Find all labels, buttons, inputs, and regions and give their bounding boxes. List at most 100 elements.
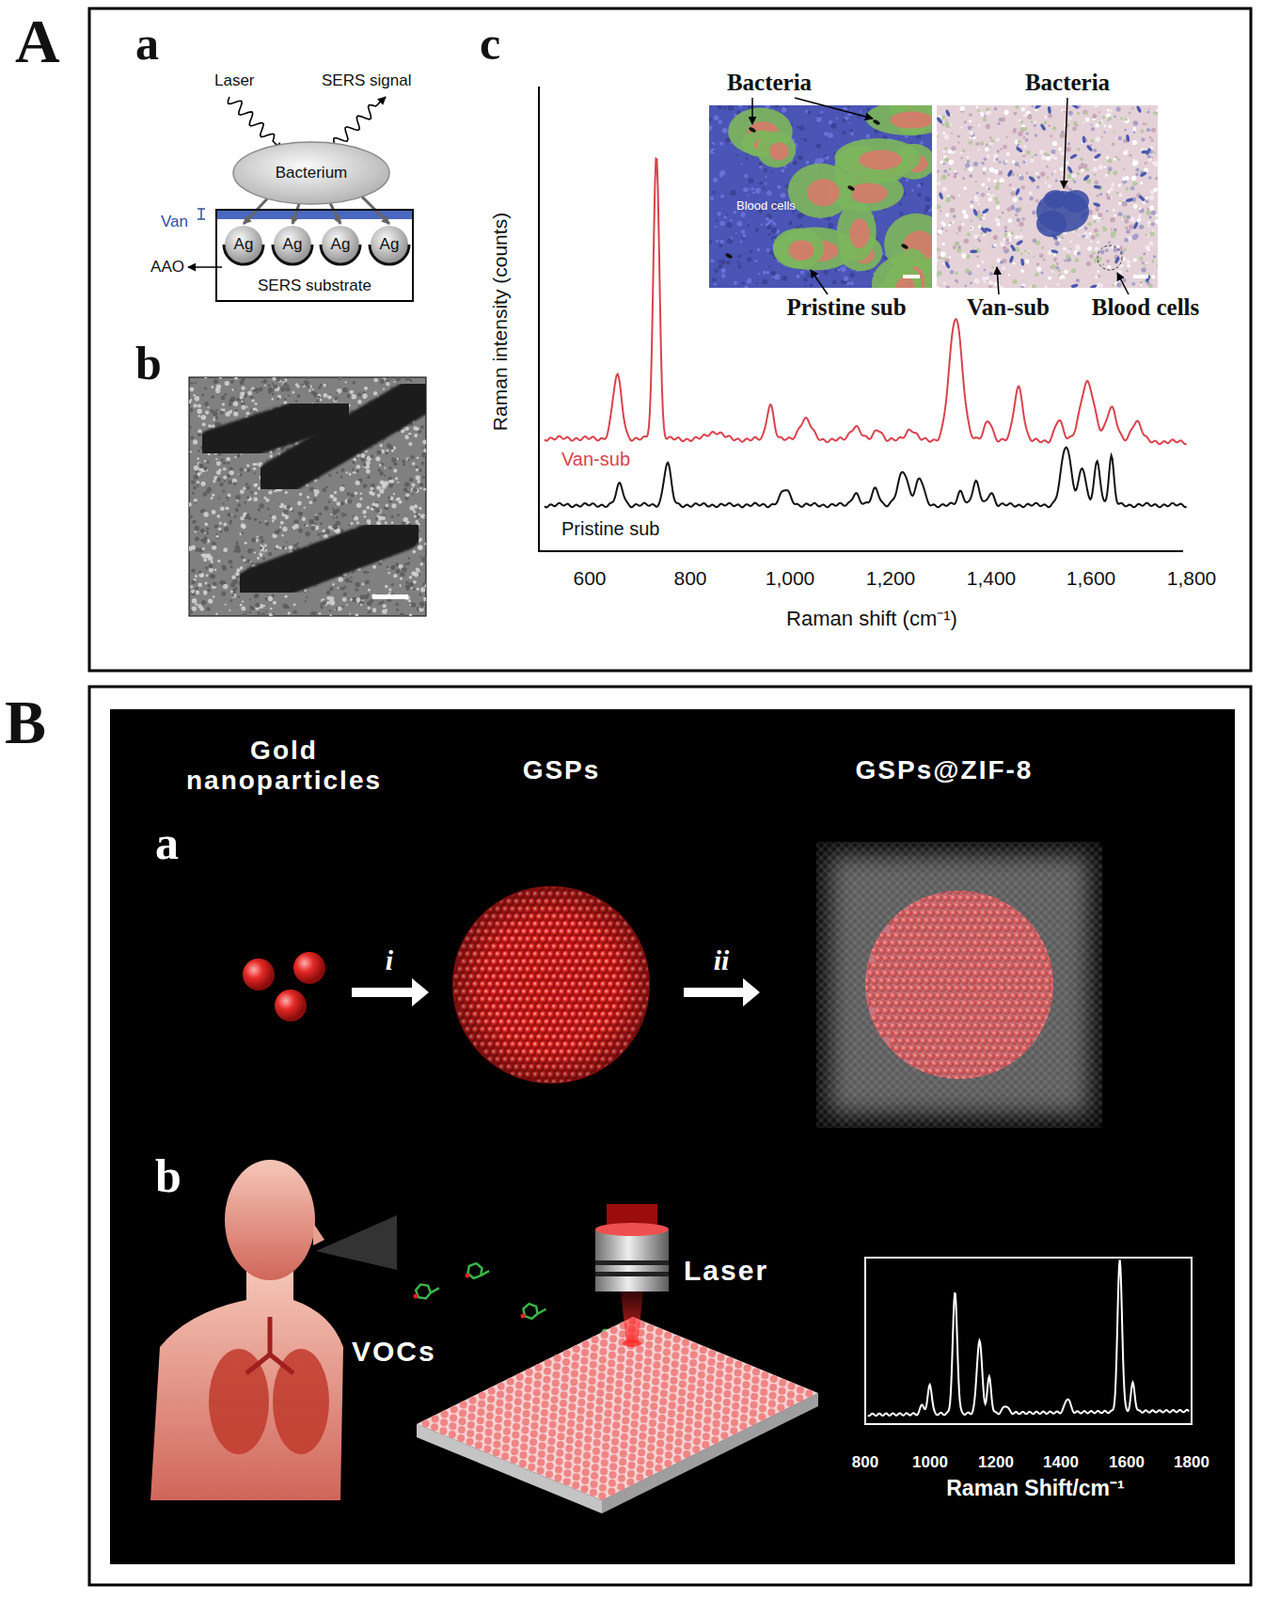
nanoparticle-dot (216, 384, 222, 390)
dark-ground (110, 709, 1235, 1565)
blood-cell-area (883, 264, 922, 288)
blood-cell-area (788, 163, 854, 219)
nanoparticle-dot (201, 393, 205, 396)
nanoparticle-dot (194, 590, 200, 596)
nanoparticle-dot (357, 399, 363, 405)
nanoparticle-dot (221, 489, 225, 493)
nanoparticle-dot (405, 580, 410, 585)
nanoparticle-dot (301, 517, 306, 522)
nanoparticle-dot (318, 612, 322, 616)
nanoparticle-dot (372, 565, 377, 569)
nanoparticle-dot (235, 507, 239, 512)
nanoparticle-dot (257, 507, 262, 512)
nanoparticle-dot (221, 408, 223, 411)
map-speck (741, 282, 745, 286)
map-speck (755, 227, 759, 232)
nanoparticle-dot (337, 377, 342, 380)
map-speck (729, 142, 732, 144)
nanoparticle-dot (409, 575, 412, 579)
map-speck (723, 106, 727, 110)
nanoparticle-dot (230, 379, 234, 383)
nanoparticle-dot (233, 410, 238, 416)
nanoparticle-dot (218, 527, 222, 531)
map-speck (1133, 204, 1138, 209)
nanoparticle-dot (225, 411, 231, 417)
nanoparticle-dot (275, 544, 280, 549)
map-speck (746, 278, 752, 284)
nanoparticle-dot (246, 485, 252, 490)
nanoparticle-dot (200, 414, 206, 421)
map-speck (774, 273, 780, 280)
nanoparticle-dot (395, 476, 398, 480)
spectrum-line (544, 447, 1187, 508)
nanoparticle-dot (283, 379, 285, 382)
nanoparticle-dot (391, 583, 395, 586)
nanoparticle-dot (260, 554, 263, 557)
nanoparticle-dot (235, 409, 238, 412)
nanoparticle-dot (295, 382, 299, 386)
map-speck (762, 187, 766, 190)
nanoparticle-dot (282, 603, 288, 610)
nanoparticle-dot (276, 378, 281, 382)
nanoparticle-dot (287, 545, 293, 551)
nanoparticle-dot (246, 463, 250, 467)
nanoparticle-dot (418, 606, 424, 612)
map-speck (719, 142, 724, 146)
map-speck (800, 223, 804, 227)
nanoparticle-dot (422, 439, 427, 444)
nanoparticle-dot (224, 603, 227, 606)
nanoparticle-dot (226, 512, 232, 518)
nanoparticle-dot (208, 488, 213, 492)
bacterium-speck (872, 118, 882, 126)
nanoparticle-dot (343, 591, 348, 596)
nanoparticle-dot (379, 379, 385, 384)
nanoparticle-dot (229, 520, 233, 523)
map-speck (742, 234, 746, 238)
nanoparticle-dot (217, 514, 222, 519)
nanoparticle-dot (268, 514, 271, 517)
nanoparticle-dot (276, 397, 280, 401)
nanoparticle-dot (403, 488, 408, 492)
nanoparticle-dot (239, 566, 244, 570)
nanoparticle-dot (194, 501, 197, 504)
nanoparticle-dot (197, 428, 203, 434)
nanoparticle-dot (219, 482, 224, 488)
nanoparticle-dot (191, 598, 198, 604)
map-speck (738, 263, 741, 266)
raman-map-texture (709, 105, 933, 288)
nanoparticle-dot (248, 516, 253, 521)
nanoparticle-dot (214, 568, 218, 572)
map-speck (737, 260, 740, 263)
nanoparticle-dot (227, 492, 232, 497)
nanoparticle-dot (367, 610, 371, 614)
nanoparticle-dot (215, 533, 218, 536)
nanoparticle-dot (363, 386, 368, 391)
nanoparticle-dot (222, 522, 227, 527)
nanoparticle-dot (269, 607, 272, 610)
nanoparticle-dot (240, 386, 245, 391)
nanoparticle-dot (420, 425, 425, 429)
map-speck (722, 127, 728, 134)
nanoparticle-dot (313, 489, 316, 491)
nanoparticle-dot (268, 552, 273, 557)
nanoparticle-dot (406, 490, 410, 494)
nanoparticle-dot (329, 596, 334, 601)
nanoparticle-dot (239, 391, 245, 396)
map-speck (1060, 236, 1064, 239)
nanoparticle-dot (406, 457, 411, 461)
nanoparticle-dot (212, 410, 218, 416)
map-speck (764, 105, 771, 109)
nanoparticle-dot (422, 475, 426, 479)
nanoparticle-dot (201, 528, 206, 533)
nanoparticle-dot (393, 468, 397, 473)
nanoparticle-dot (252, 472, 255, 474)
nanoparticle-dot (395, 497, 400, 502)
nanoparticle-dot (230, 395, 237, 402)
nanoparticle-dot (190, 480, 193, 483)
map-speck (729, 237, 733, 240)
nanoparticle-dot (202, 547, 206, 551)
nanoparticle-dot (237, 503, 241, 507)
nanoparticle-dot (265, 549, 268, 552)
nanoparticle-dot (196, 480, 200, 484)
nanoparticle-dot (371, 502, 376, 506)
